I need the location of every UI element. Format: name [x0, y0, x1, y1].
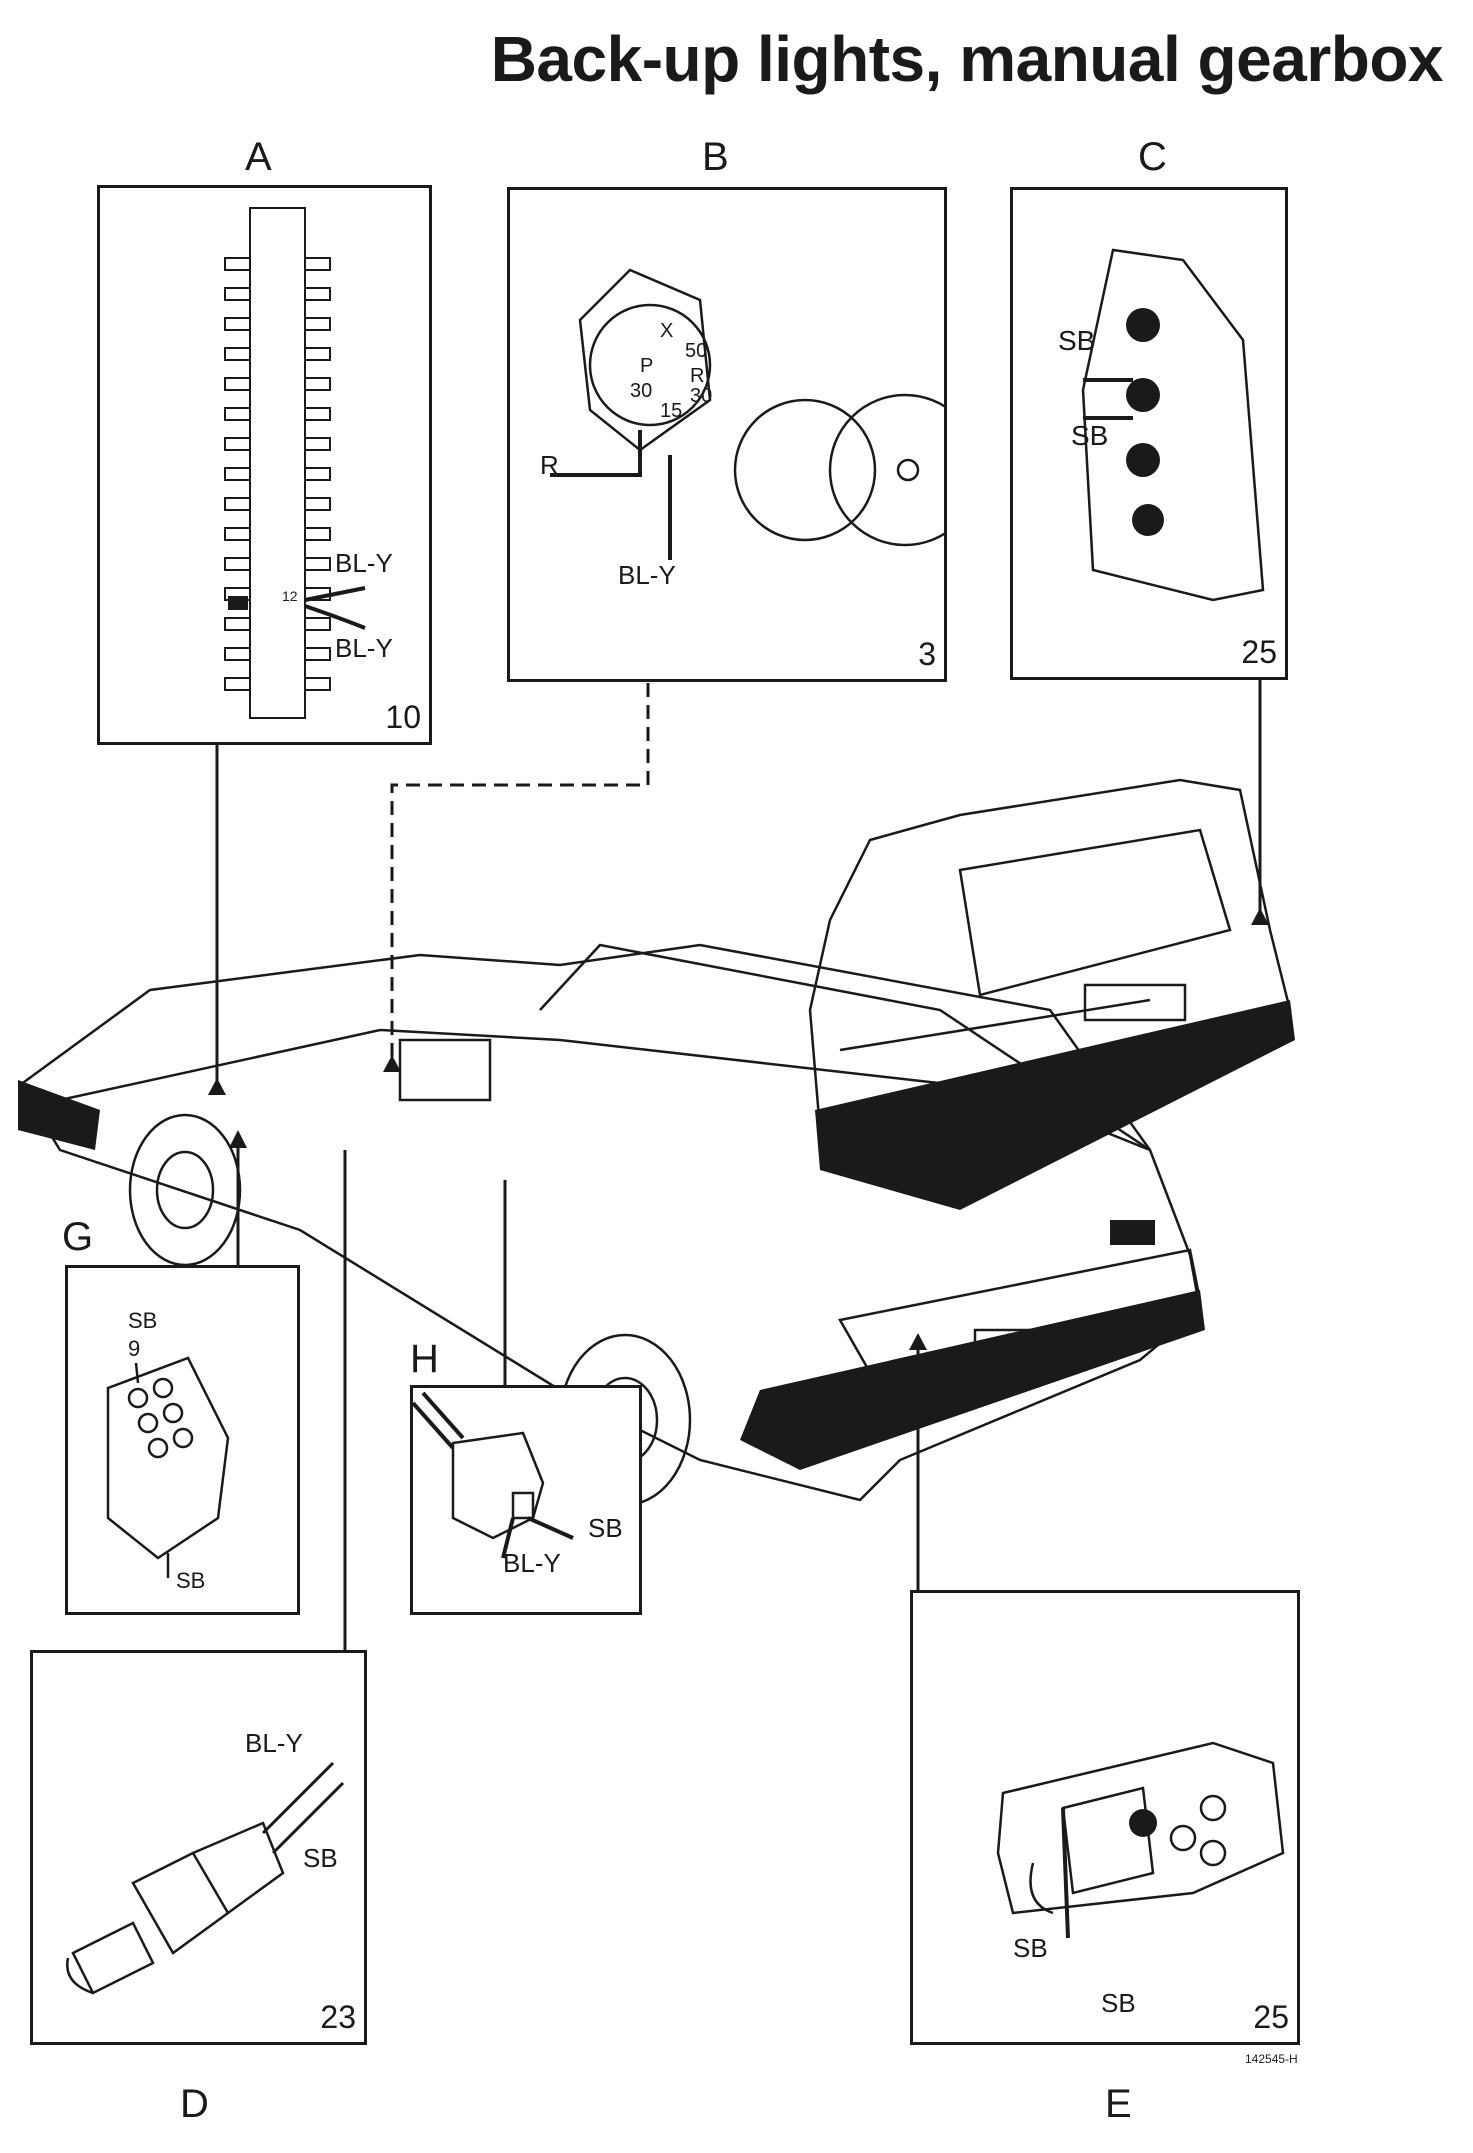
panel-d: BL-Y SB 23	[30, 1650, 367, 2045]
terminal-p: P	[640, 355, 654, 377]
panel-g: SB 9 SB	[65, 1265, 300, 1615]
terminal-50: 50	[685, 340, 708, 362]
panel-e: SB SB 25	[910, 1590, 1300, 2045]
panel-g-wire-label-sb-bottom: SB	[176, 1568, 206, 1593]
terminal-30-left: 30	[630, 380, 653, 402]
panel-g-pin-number: 9	[128, 1336, 141, 1361]
terminal-r: R	[690, 365, 705, 387]
panel-b-number: 3	[918, 636, 936, 672]
panel-c-wire-label-1: SB	[1058, 325, 1096, 356]
panel-c-letter: C	[1138, 135, 1167, 179]
panel-d-wire-label-sb: SB	[303, 1843, 338, 1873]
rear-light-icon	[1081, 248, 1265, 602]
panel-a-number: 10	[385, 699, 421, 735]
panel-d-wire-label-bly: BL-Y	[245, 1728, 303, 1758]
panel-h-wire-label-sb: SB	[588, 1513, 623, 1543]
fuse-number-label: 12	[282, 588, 298, 604]
rear-light-cluster-icon	[996, 1741, 1285, 1939]
panel-a-letter: A	[245, 135, 272, 179]
panel-e-wire-label-1: SB	[1013, 1933, 1048, 1963]
connector-6-pin-icon	[106, 1356, 230, 1578]
panel-h: BL-Y SB	[410, 1385, 642, 1615]
panel-a: 12 BL-Y BL-Y 10	[97, 185, 432, 745]
panel-a-wire-label-1: BL-Y	[335, 548, 393, 578]
panel-d-number: 23	[320, 1999, 356, 2035]
panel-a-wire-label-2: BL-Y	[335, 633, 393, 663]
panel-b-letter: B	[702, 135, 729, 179]
panel-h-wire-label-bly: BL-Y	[503, 1548, 561, 1578]
panel-e-number: 25	[1253, 1999, 1289, 2035]
panel-e-wire-label-2: SB	[1101, 1988, 1136, 2018]
panel-b-wire-label-bly: BL-Y	[618, 560, 676, 590]
panel-c: SB SB 25	[1010, 187, 1288, 680]
fuse-box-icon	[224, 207, 366, 719]
backup-light-switch-icon	[66, 1761, 345, 1995]
panel-c-number: 25	[1241, 634, 1277, 670]
panel-g-letter: G	[62, 1215, 94, 1259]
page-title: Back-up lights, manual gearbox	[490, 23, 1444, 95]
panel-h-letter: H	[410, 1337, 439, 1381]
figure-code: 142545-H	[1245, 2052, 1298, 2066]
panel-b: X 50 P R 30 30 15 R BL-Y 3	[507, 187, 982, 682]
panel-g-wire-label-sb-top: SB	[128, 1308, 158, 1333]
panel-c-wire-label-2: SB	[1071, 420, 1109, 451]
terminal-30-right: 30	[690, 385, 713, 407]
connector-2-pin-icon	[411, 1391, 574, 1559]
terminal-15: 15	[660, 400, 683, 422]
panel-b-wire-label-r: R	[540, 450, 559, 480]
panel-e-letter: E	[1105, 2082, 1132, 2126]
terminal-x: X	[660, 320, 674, 342]
panel-d-letter: D	[180, 2082, 209, 2126]
ignition-switch-icon	[550, 268, 982, 560]
